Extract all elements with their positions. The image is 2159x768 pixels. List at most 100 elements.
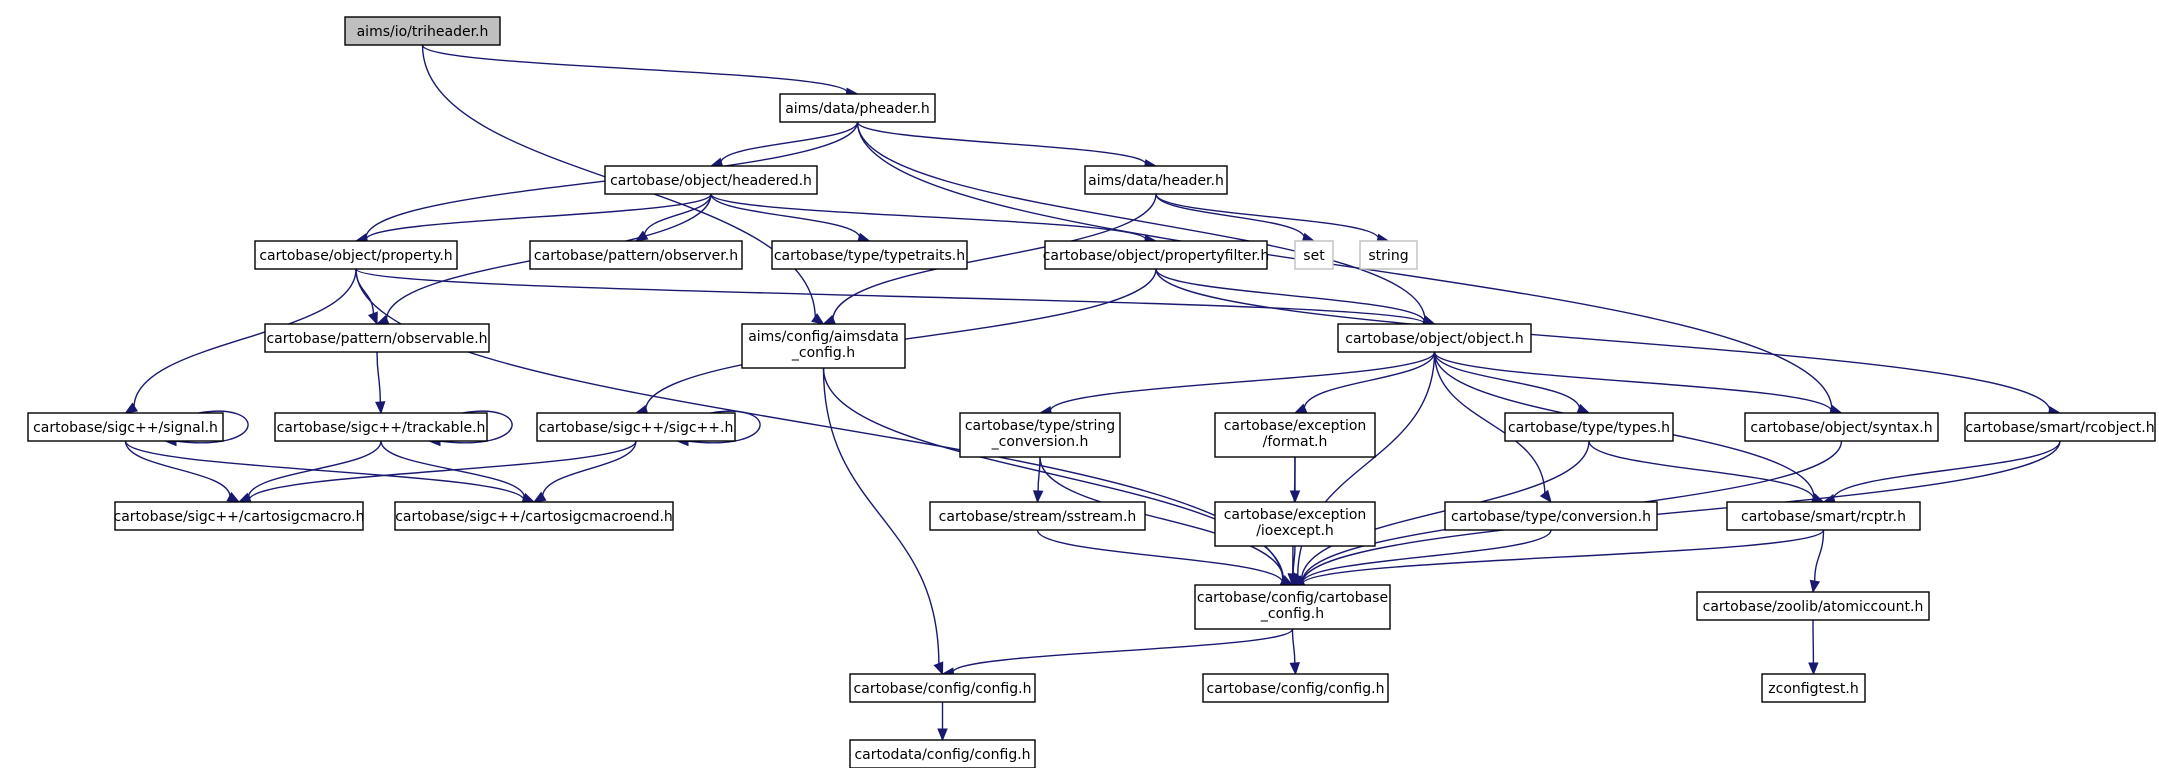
node-pheader[interactable]: aims/data/pheader.h [779,93,936,123]
node-label: zconfigtest.h [1768,681,1858,697]
edge-object-to-cartobase_config [1291,351,1436,587]
node-label: cartobase/config/config.h [1207,681,1385,697]
node-observer[interactable]: cartobase/pattern/observer.h [529,240,743,270]
node-label: cartobase/object/propertyfilter.h [1043,248,1270,264]
node-syntax[interactable]: cartobase/object/syntax.h [1744,412,1939,442]
node-label: cartobase/pattern/observer.h [534,248,738,264]
node-label: /format.h [1263,434,1328,450]
node-signal[interactable]: cartobase/sigc++/signal.h [27,412,224,442]
edge-pheader-to-object [856,121,1436,326]
edge-property-to-cartobase_config [355,268,1294,587]
node-rcptr[interactable]: cartobase/smart/rcptr.h [1726,501,1921,531]
node-label: cartodata/config/config.h [854,747,1030,763]
edge-object-to-format [1293,351,1436,414]
edge-triheader-to-pheader [421,44,859,98]
node-label: aims/config/aimsdata [748,329,899,345]
node-label: cartobase/object/property.h [259,248,452,264]
node-observable[interactable]: cartobase/pattern/observable.h [264,323,490,353]
edges-layer [124,44,2062,742]
node-label: cartobase/smart/rcobject.h [1965,420,2154,436]
node-header[interactable]: aims/data/header.h [1084,165,1228,195]
node-string[interactable]: string [1359,240,1418,270]
edge-ioexcept-to-cartobase_config [1288,545,1299,587]
node-label: cartobase/zoolib/atomiccount.h [1703,599,1924,615]
node-label: cartobase/object/headered.h [610,173,812,189]
node-trackable[interactable]: cartobase/sigc++/trackable.h [274,412,488,442]
node-label: cartobase/exception [1224,418,1367,434]
node-set[interactable]: set [1294,240,1334,270]
edge-object-to-string_conversion [1038,351,1436,417]
node-label: _config.h [791,345,855,361]
edge-propertyfilter-to-object [1155,268,1436,327]
node-label: _conversion.h [991,434,1089,450]
edge-atomiccount-to-zconfigtest [1808,619,1819,676]
node-label: set [1303,248,1325,264]
edge-header-to-set [1155,193,1316,243]
node-label: aims/io/triheader.h [357,24,489,40]
node-typetraits[interactable]: cartobase/type/typetraits.h [771,240,968,270]
edge-object-to-syntax [1433,351,1843,417]
node-zconfigtest[interactable]: zconfigtest.h [1761,673,1866,703]
node-label: /ioexcept.h [1256,523,1334,539]
edge-object-to-conversion [1433,351,1552,504]
edge-pheader-to-syntax [856,121,1843,415]
node-label: cartobase/config/cartobase [1197,590,1388,606]
node-conversion[interactable]: cartobase/type/conversion.h [1444,501,1658,531]
node-format[interactable]: cartobase/exception/format.h [1214,412,1376,458]
node-cartosigcmacro[interactable]: cartobase/sigc++/cartosigcmacro.h [114,501,365,531]
node-aimsdata-config[interactable]: aims/config/aimsdata_config.h [741,323,906,369]
edge-object-to-types [1433,351,1591,414]
node-sstream[interactable]: cartobase/stream/sstream.h [929,501,1146,531]
node-cartobase-config[interactable]: cartobase/config/cartobase_config.h [1194,584,1391,630]
node-label: cartobase/type/typetraits.h [774,248,965,264]
node-label: cartobase/exception [1224,507,1367,523]
node-label: cartobase/sigc++/trackable.h [277,420,486,436]
nodes-layer: aims/io/triheader.h aims/data/pheader.h ca… [27,16,2156,768]
node-label: aims/data/header.h [1088,173,1224,189]
node-sigcpp[interactable]: cartobase/sigc++/sigc++.h [536,412,736,442]
node-label: cartobase/type/conversion.h [1451,509,1651,525]
edge-signal-to-cartosigcmacroend [124,440,536,506]
node-config-b[interactable]: cartobase/config/config.h [1202,673,1389,703]
node-triheader[interactable]: aims/io/triheader.h [344,16,501,46]
node-label: cartobase/object/object.h [1345,331,1524,347]
node-propertyfilter[interactable]: cartobase/object/propertyfilter.h [1043,240,1270,270]
node-object[interactable]: cartobase/object/object.h [1337,323,1532,353]
node-label: cartobase/sigc++/signal.h [33,420,218,436]
edge-pheader-to-header [856,121,1158,170]
node-label: cartobase/sigc++/sigc++.h [539,420,734,436]
node-cartodata-config[interactable]: cartodata/config/config.h [849,739,1036,768]
node-label: cartobase/type/string [965,418,1115,434]
node-cartosigcmacroend[interactable]: cartobase/sigc++/cartosigcmacroend.h [394,501,674,531]
edge-rcptr-to-atomiccount [1809,529,1825,594]
node-label: string [1368,248,1408,264]
edge-cartobase_config-to-config_a [941,628,1294,678]
edge-cartobase_config-to-config_b [1289,628,1300,676]
node-label: cartobase/sigc++/cartosigcmacroend.h [395,509,673,525]
node-headered[interactable]: cartobase/object/headered.h [604,165,818,195]
node-property[interactable]: cartobase/object/property.h [254,240,458,270]
edge-sigcpp-to-cartosigcmacroend [532,440,637,503]
edge-propertyfilter-to-rcobject [1155,268,2062,417]
node-label: cartobase/pattern/observable.h [266,331,487,347]
edge-types-to-rcptr [1588,440,1825,505]
node-types[interactable]: cartobase/type/types.h [1504,412,1674,442]
node-ioexcept[interactable]: cartobase/exception/ioexcept.h [1214,501,1376,547]
node-string-conversion[interactable]: cartobase/type/string_conversion.h [959,412,1121,458]
node-config-a[interactable]: cartobase/config/config.h [849,673,1036,703]
edge-property-to-signal [124,268,357,414]
node-atomiccount[interactable]: cartobase/zoolib/atomiccount.h [1696,591,1930,621]
node-rcobject[interactable]: cartobase/smart/rcobject.h [1964,412,2156,442]
node-label: cartobase/type/types.h [1508,420,1670,436]
edge-pheader-to-headered [709,121,859,168]
edge-headered-to-property [354,193,712,245]
edge-property-to-object [355,268,1436,329]
node-label: aims/data/pheader.h [785,101,930,117]
edge-aimsdata_config-to-config_a [822,367,944,676]
edge-headered-to-typetraits [710,193,871,243]
node-label: cartobase/sigc++/cartosigcmacro.h [114,509,365,525]
node-label: cartobase/object/syntax.h [1750,420,1932,436]
node-label: cartobase/stream/sstream.h [939,509,1137,525]
edge-config_a-to-cartodata_config [937,701,948,742]
